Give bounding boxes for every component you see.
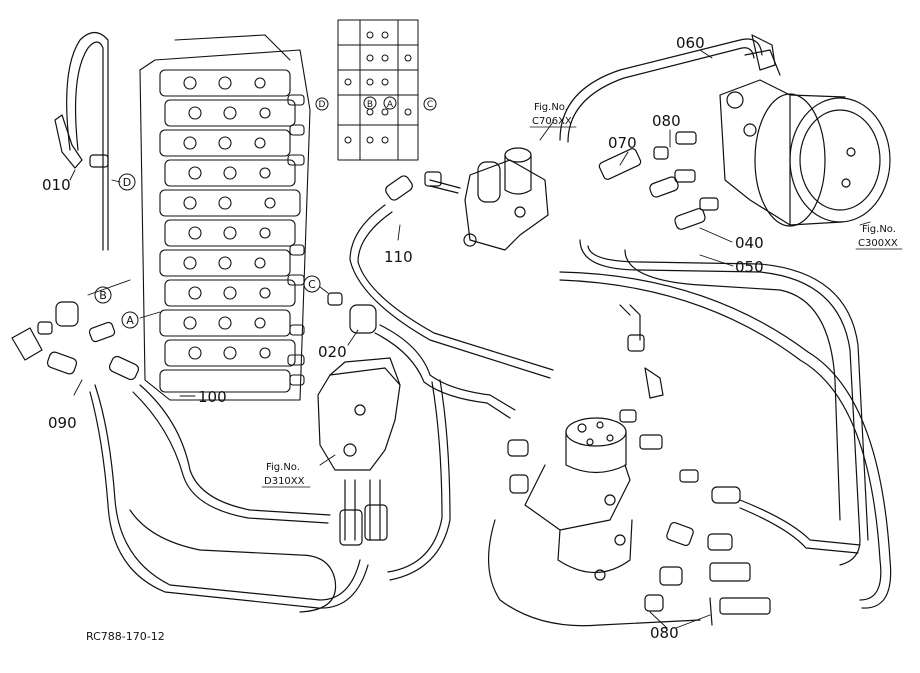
inset-port-a-circle xyxy=(383,96,397,110)
part-label-100: 100 xyxy=(198,388,227,406)
port-label-b: B xyxy=(99,289,107,302)
spool-caps xyxy=(287,94,305,386)
part-label-070: 070 xyxy=(608,134,637,152)
valve-sections xyxy=(159,69,301,393)
port-label-c: C xyxy=(308,278,316,291)
hose-routes xyxy=(66,31,892,627)
drawing-code: RC788-170-12 xyxy=(86,630,165,643)
port-circles xyxy=(94,96,437,329)
fig-ref-c300-code: C300XX xyxy=(858,238,898,249)
part-label-040: 040 xyxy=(735,234,764,252)
part-label-020: 020 xyxy=(318,343,347,361)
port-b-circle xyxy=(94,286,112,304)
fig-ref-d310-title: Fig.No. xyxy=(266,462,300,473)
part-label-080-top: 080 xyxy=(652,112,681,130)
swivel-joint xyxy=(524,417,633,581)
port-d-circle xyxy=(118,173,136,191)
port-label-d: D xyxy=(123,176,131,189)
fig-ref-d310-code: D310XX xyxy=(264,476,305,487)
port-c-circle xyxy=(303,275,321,293)
inset-port-b-circle xyxy=(363,96,377,110)
port-a-circle xyxy=(121,311,139,329)
valve-bolts xyxy=(183,76,276,360)
fig-ref-c300-title: Fig.No. xyxy=(862,224,896,235)
travel-motor xyxy=(719,49,891,227)
inset-port-d-circle xyxy=(315,97,329,111)
part-label-050: 050 xyxy=(735,258,764,276)
pilot-valve-block xyxy=(317,357,401,546)
fig-ref-underlines xyxy=(261,126,903,488)
leader-lines xyxy=(69,49,871,629)
inset-port-label-d: D xyxy=(319,100,326,110)
inset-port-c-circle xyxy=(423,97,437,111)
labels: D B A C D B A C 010 020 040 050 060 070 … xyxy=(42,34,898,643)
part-label-110: 110 xyxy=(384,248,413,266)
fig-ref-c706-code: C706XX xyxy=(532,116,572,127)
inset-port-label-a: A xyxy=(387,100,394,110)
part-label-060: 060 xyxy=(676,34,705,52)
control-valve-stack xyxy=(139,34,311,401)
solenoid-valve xyxy=(429,147,549,251)
inset-port-label-b: B xyxy=(367,100,373,110)
port-map-inset xyxy=(337,19,419,161)
fig-ref-c706-title: Fig.No. xyxy=(534,102,568,113)
port-label-a: A xyxy=(126,314,134,327)
part-label-010: 010 xyxy=(42,176,71,194)
fittings xyxy=(11,34,776,626)
part-label-080-bottom: 080 xyxy=(650,624,679,642)
inset-port-label-c: C xyxy=(427,100,433,110)
part-label-090: 090 xyxy=(48,414,77,432)
